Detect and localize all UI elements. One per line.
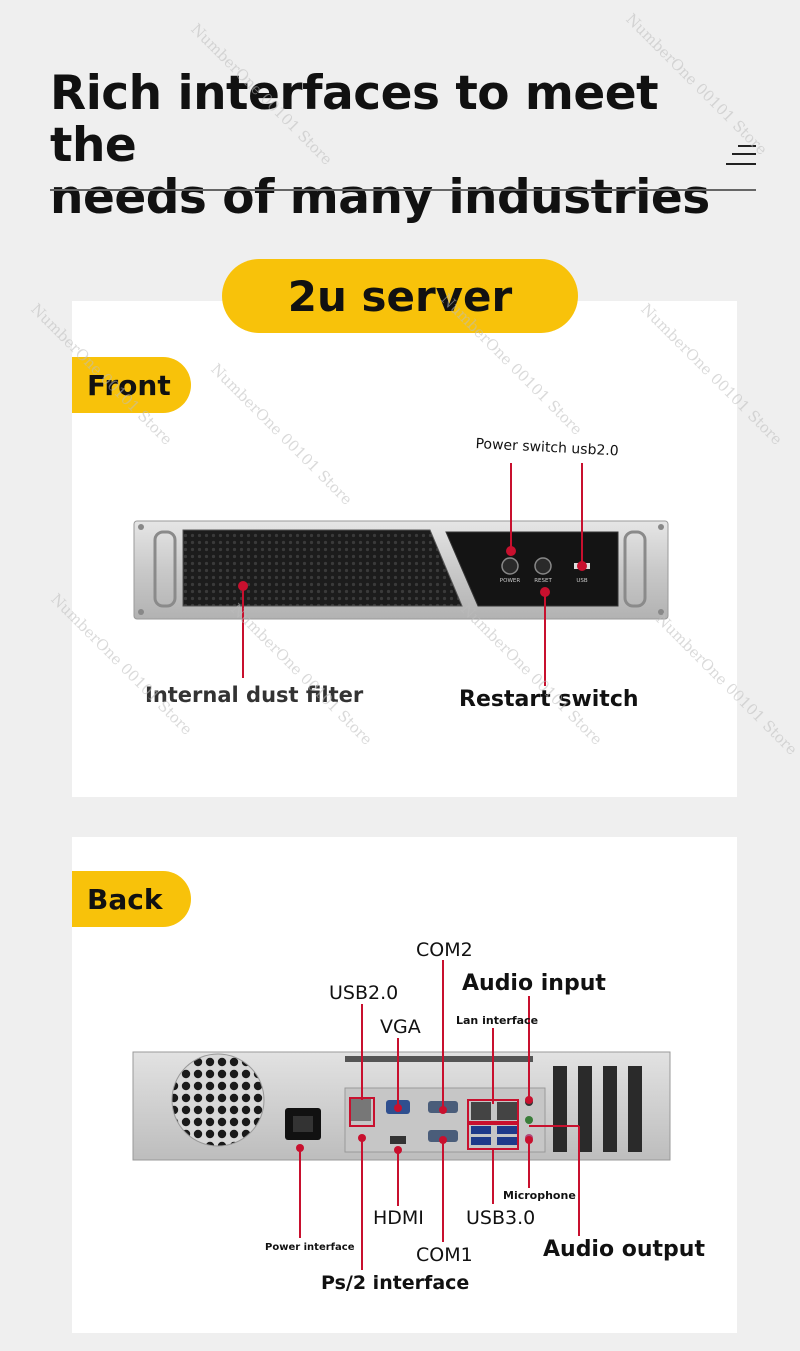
label-ps2-interface: Ps/2 interface [321,1272,470,1294]
page-title: Rich interfaces to meet the needs of man… [50,68,750,224]
label-usb30: USB3.0 [466,1207,536,1229]
title-line-2: needs of many industries [50,170,710,225]
label-lan-interface: Lan interface [456,1014,539,1027]
label-com1: COM1 [416,1244,473,1266]
back-tab: Back [72,871,191,927]
panel-power-label: POWER [500,578,521,584]
menu-icon[interactable] [726,140,756,168]
label-dust-filter: Internal dust filter [145,683,364,707]
front-tab: Front [72,357,191,413]
label-hdmi: HDMI [373,1207,424,1229]
product-pill: 2u server [222,259,578,333]
label-vga: VGA [380,1016,421,1038]
label-power-interface: Power interface [265,1242,355,1253]
title-line-1: Rich interfaces to meet the [50,66,659,173]
panel-usb-label: USB [576,578,588,584]
label-audio-input: Audio input [462,971,606,996]
header-divider [50,189,756,191]
panel-reset-label: RESET [534,578,552,584]
label-usb20: USB2.0 [329,982,399,1004]
label-restart-switch: Restart switch [459,687,639,712]
label-audio-output: Audio output [543,1237,705,1262]
label-microphone: Microphone [503,1189,576,1202]
label-com2: COM2 [416,939,473,961]
